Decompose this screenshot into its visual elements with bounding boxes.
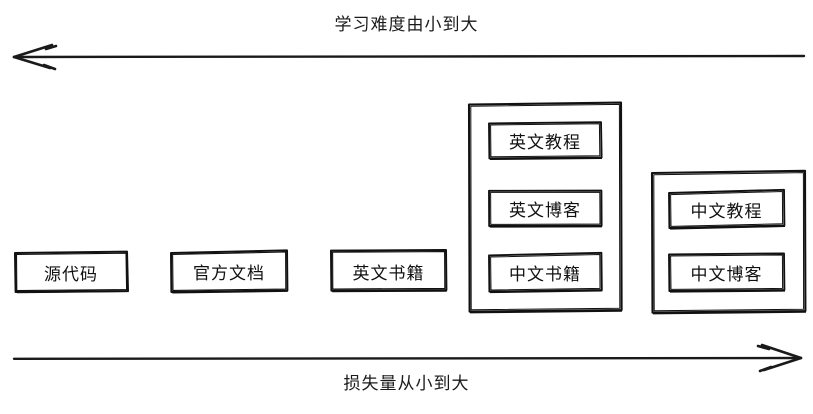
sketch-rect-border <box>330 249 448 293</box>
node-english-tutorial[interactable]: 英文教程 <box>488 121 603 161</box>
node-chinese-tutorial[interactable]: 中文教程 <box>668 188 786 230</box>
sketch-rect-border <box>488 189 603 228</box>
node-source-code[interactable]: 源代码 <box>14 250 129 294</box>
node-label: 中文书籍 <box>509 265 581 285</box>
node-label: 英文书籍 <box>352 263 425 284</box>
node-label: 英文博客 <box>509 201 581 221</box>
bottom-axis-label: 损失量从小到大 <box>343 374 470 394</box>
node-label: 英文教程 <box>509 133 581 153</box>
right-arrow-icon <box>12 343 803 373</box>
sketch-rect-border <box>668 252 786 293</box>
sketch-rect-border <box>668 188 786 230</box>
node-label: 中文博客 <box>690 265 763 285</box>
node-label: 官方文档 <box>193 264 265 284</box>
node-chinese-blog[interactable]: 中文博客 <box>668 252 786 293</box>
top-axis-label: 学习难度由小到大 <box>334 15 479 35</box>
left-arrow-icon <box>12 43 806 71</box>
sketch-rect-border <box>170 249 289 294</box>
sketch-rect-border <box>14 250 129 294</box>
node-label: 源代码 <box>44 264 98 285</box>
node-chinese-books[interactable]: 中文书籍 <box>488 251 603 294</box>
node-english-blog[interactable]: 英文博客 <box>488 189 603 228</box>
node-english-books[interactable]: 英文书籍 <box>330 249 448 293</box>
sketch-rect-border <box>488 121 603 161</box>
sketch-rect-border <box>488 251 603 294</box>
node-official-docs[interactable]: 官方文档 <box>170 249 289 294</box>
node-label: 中文教程 <box>690 201 763 222</box>
